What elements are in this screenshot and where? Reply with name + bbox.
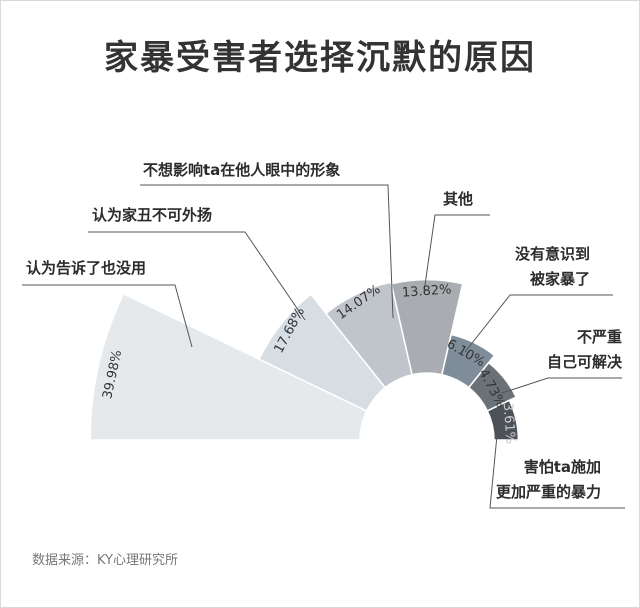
leader-line-0 xyxy=(22,284,193,348)
category-label-1: 认为家丑不可外扬 xyxy=(92,203,212,228)
chart-title: 家暴受害者选择沉默的原因 xyxy=(104,38,536,78)
label-line: 害怕ta施加 xyxy=(523,458,602,476)
sector-5 xyxy=(467,361,518,412)
label-line: 自己可解决 xyxy=(547,353,623,371)
leader-line-6 xyxy=(489,424,625,509)
source-note: 数据来源：KY心理研究所 xyxy=(32,553,179,568)
category-label-4: 没有意识到被家暴了 xyxy=(515,242,590,292)
category-label-5: 不严重自己可解决 xyxy=(547,325,622,375)
label-line: 不严重 xyxy=(577,328,623,346)
sector-6 xyxy=(486,399,520,441)
leader-line-3 xyxy=(423,214,490,293)
leader-line-5 xyxy=(501,377,622,394)
category-label-0: 认为告诉了也没用 xyxy=(26,256,146,281)
category-label-2: 不想影响ta在他人眼中的形象 xyxy=(143,158,340,183)
category-label-3: 其他 xyxy=(443,187,473,212)
leader-line-4 xyxy=(464,294,613,353)
sector-2 xyxy=(324,281,413,389)
label-line: 认为告诉了也没用 xyxy=(26,259,147,277)
sector-1 xyxy=(258,293,387,412)
label-line: 没有意识到 xyxy=(515,245,591,263)
sector-4 xyxy=(441,333,496,389)
sector-0 xyxy=(89,292,368,441)
label-line: 认为家丑不可外扬 xyxy=(92,206,213,224)
leader-line-1 xyxy=(88,231,306,321)
leader-line-2 xyxy=(140,184,394,319)
sector-3 xyxy=(390,279,464,376)
label-line: 被家暴了 xyxy=(530,270,591,288)
category-label-6: 害怕ta施加更加严重的暴力 xyxy=(496,455,601,505)
label-line: 更加严重的暴力 xyxy=(496,483,602,501)
label-line: 不想影响ta在他人眼中的形象 xyxy=(143,161,341,179)
label-line: 其他 xyxy=(443,190,474,208)
leader-lines xyxy=(22,184,625,509)
value-label-6: 3.61% xyxy=(499,402,518,445)
